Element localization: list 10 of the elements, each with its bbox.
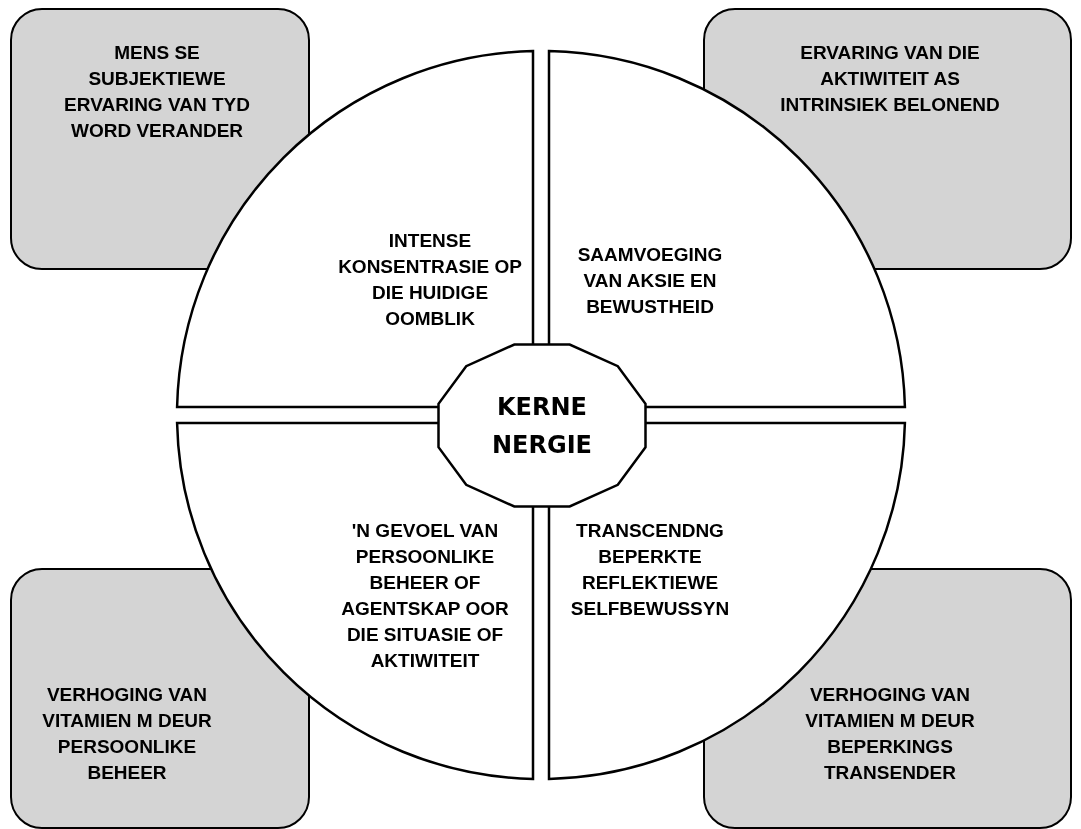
box-text: MENS SE SUBJEKTIEWE ERVARING VAN TYD WORD VERANDER [63, 41, 251, 143]
box-text: ERVARING VAN DIE AKTIWITEIT AS INTRINSIEK BELONEND [779, 41, 1001, 117]
quadrant-text: 'N GEVOEL VAN PERSOONLIKE BEHEER OF AGENTSKAP OOR DIE SITUASIE OF AKTIWITEIT [340, 519, 510, 673]
quadrant-text: SAAMVOEGING VAN AKSIE EN BEWUSTHEID [576, 243, 724, 319]
center-text: KERNE NERGIE [491, 392, 593, 461]
box-text: VERHOGING VAN VITAMIEN M DEUR PERSOONLIKE BEHEER [41, 683, 213, 785]
rounded-box [10, 568, 310, 829]
box-text: VERHOGING VAN VITAMIEN M DEUR BEPERKINGS TRANSENDER [804, 683, 976, 785]
quadrant-text: INTENSE KONSENTRASIE OP DIE HUIDIGE OOMBLIK [337, 229, 523, 331]
quadrant-text: TRANSCENDNG BEPERKTE REFLEKTIEWE SELFBEWUSSYN [569, 519, 731, 621]
